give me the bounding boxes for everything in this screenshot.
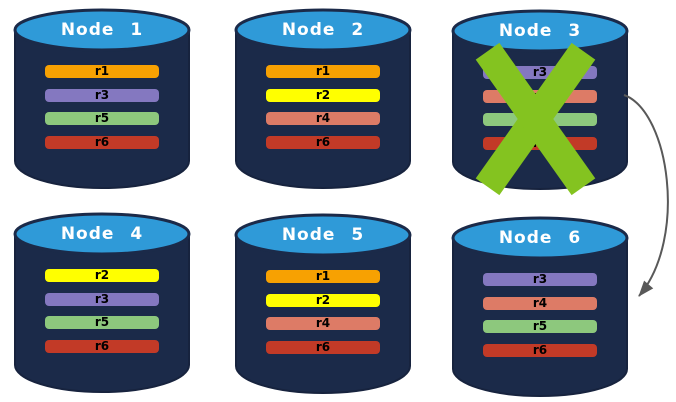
replica-bar: r1 [45, 65, 159, 78]
failure-x-icon [475, 42, 596, 196]
replica-bar: r6 [266, 340, 380, 354]
replica-bar: r6 [266, 135, 380, 149]
replica-bar: r6 [45, 135, 159, 149]
replica-bar: r5 [45, 316, 159, 329]
replica-bar: r4 [266, 317, 380, 330]
node-title: Node 4 [60, 224, 144, 244]
node-3: Node 3 r3 r4 r5 r6 [451, 8, 629, 196]
replica-bar: r5 [483, 320, 597, 333]
node-4: Node 4 r2 r3 r5 r6 [13, 211, 191, 395]
replica-bar: r3 [483, 273, 597, 286]
node-2: Node 2 r1 r2 r4 r6 [234, 7, 412, 191]
replica-bar: r2 [266, 88, 380, 102]
replica-list: r3 r4 r5 r6 [483, 273, 597, 367]
replica-list: r2 r3 r5 r6 [45, 269, 159, 363]
node-1: Node 1 r1 r3 r5 r6 [13, 7, 191, 191]
replica-list: r1 r2 r4 r6 [266, 270, 380, 364]
replica-bar: r5 [45, 112, 159, 125]
replica-bar: r4 [483, 296, 597, 310]
node-5: Node 5 r1 r2 r4 r6 [234, 212, 412, 396]
node-title: Node 6 [498, 228, 582, 248]
node-title: Node 5 [281, 225, 365, 245]
arrow-curve [623, 94, 669, 297]
replica-bar: r1 [266, 270, 380, 283]
replica-bar: r1 [266, 65, 380, 78]
node-title: Node 3 [498, 21, 582, 41]
replica-bar: r4 [266, 112, 380, 125]
replica-bar: r3 [45, 292, 159, 306]
replica-list: r1 r2 r4 r6 [266, 65, 380, 159]
replica-list: r1 r3 r5 r6 [45, 65, 159, 159]
replica-bar: r2 [266, 293, 380, 307]
node-6: Node 6 r3 r4 r5 r6 [451, 215, 629, 399]
node-title: Node 1 [60, 20, 144, 40]
replica-bar: r6 [483, 343, 597, 357]
replica-bar: r3 [45, 88, 159, 102]
replica-bar: r2 [45, 269, 159, 282]
replica-bar: r6 [45, 339, 159, 353]
node-title: Node 2 [281, 20, 365, 40]
